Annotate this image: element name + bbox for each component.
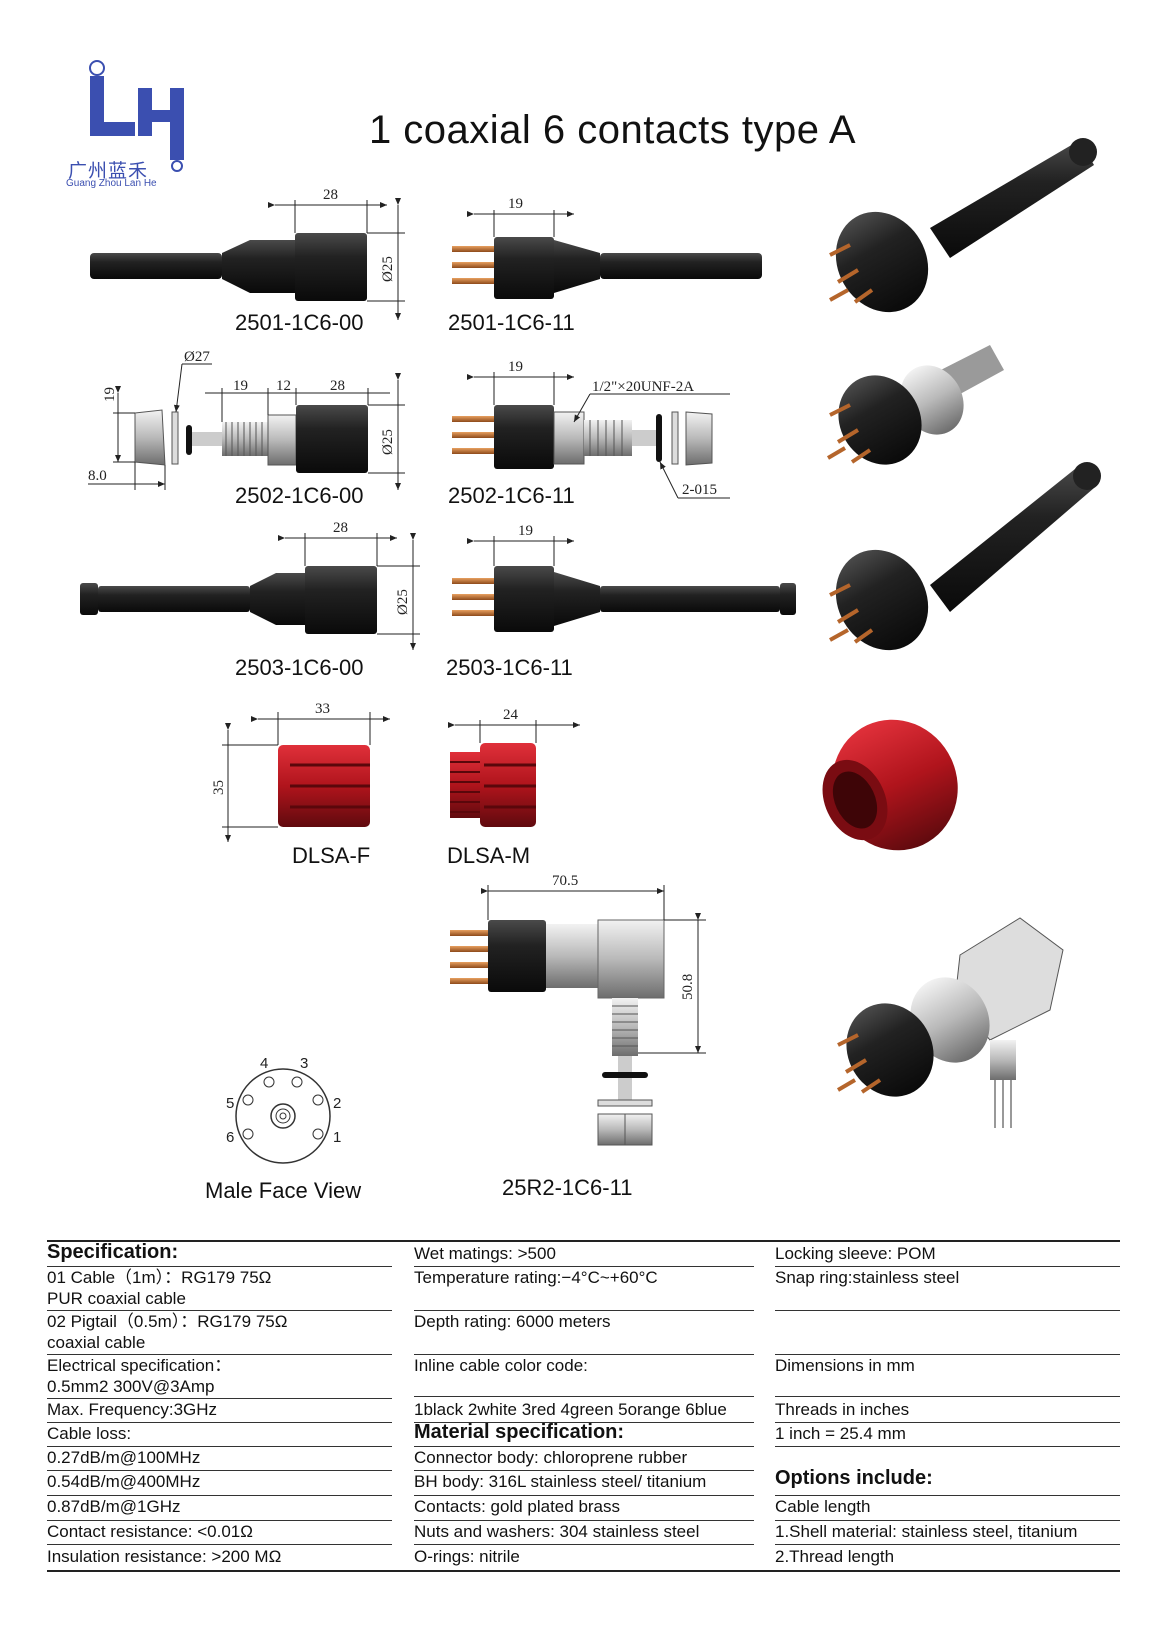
page-title: 1 coaxial 6 contacts type A (368, 108, 857, 152)
specification-table: Specification: 01 Cable（1m）：RG179 75Ω PU… (47, 1240, 1120, 1580)
spec-orings: O-rings: nitrile (414, 1547, 520, 1566)
spec-depth: Depth rating: 6000 meters (414, 1312, 611, 1331)
dim-19-hex-label: 19 (102, 387, 118, 402)
spec-connector-body: Connector body: chloroprene rubber (414, 1448, 688, 1467)
caption-25r2-1c6-11: 25R2-1C6-11 (502, 1175, 633, 1200)
dim-d25-body-label: Ø25 (380, 429, 396, 455)
pin-6-label: 6 (226, 1129, 234, 1146)
pin-5-label: 5 (226, 1095, 234, 1112)
spec-loss-1ghz: 0.87dB/m@1GHz (47, 1497, 181, 1516)
spec-electrical: Electrical specification： (47, 1356, 232, 1375)
logo-english-name: Guang Zhou Lan He (66, 178, 157, 189)
dim-d25-r3-label: Ø25 (395, 589, 411, 615)
drawing-dlsa-m: 24 (448, 707, 580, 827)
option-thread-length: 2.Thread length (775, 1547, 895, 1566)
logo-chinese-name: 广州蓝禾 (68, 161, 149, 182)
caption-2503-1c6-00: 2503-1C6-00 (235, 655, 364, 680)
spec-contact-resistance: Contact resistance: <0.01Ω (47, 1522, 253, 1541)
drawing-2501-1c6-00: 28 Ø25 (90, 187, 405, 320)
caption-male-face-view: Male Face View (205, 1178, 362, 1203)
caption-2502-1c6-00: 2502-1C6-00 (235, 483, 364, 508)
dim-28-label: 28 (323, 187, 338, 203)
spec-bh-body: BH body: 316L stainless steel/ titanium (414, 1472, 707, 1491)
render-2502 (826, 345, 1004, 465)
dim-50-8-label: 50.8 (680, 974, 696, 1000)
spec-electrical-value: 0.5mm2 300V@3Amp (47, 1377, 215, 1396)
spec-insulation-resistance: Insulation resistance: >200 MΩ (47, 1547, 282, 1566)
dim-12-label: 12 (276, 378, 291, 394)
drawing-dlsa-f: 33 35 (211, 701, 390, 842)
dim-8-label: 8.0 (88, 468, 107, 484)
spec-wet-matings: Wet matings: >500 (414, 1244, 556, 1263)
dim-33-label: 33 (315, 701, 330, 717)
dim-28-body-label: 28 (330, 378, 345, 394)
caption-dlsa-m: DLSA-M (447, 843, 531, 868)
drawing-2502-1c6-00: 19 8.0 Ø27 19 12 28 Ø25 (88, 349, 405, 490)
caption-2503-1c6-11: 2503-1C6-11 (446, 655, 573, 680)
spec-max-frequency: Max. Frequency:3GHz (47, 1400, 218, 1419)
spec-color-code-label: Inline cable color code: (414, 1356, 588, 1375)
spec-loss-100mhz: 0.27dB/m@100MHz (47, 1448, 201, 1467)
dim-19-thread-label: 19 (233, 378, 248, 394)
table-top-rule (47, 1240, 1120, 1242)
dim-d27-label: Ø27 (184, 349, 210, 365)
drawing-2502-1c6-11: 19 1/2"×20UNF-2A 2-015 (452, 359, 730, 499)
drawing-2501-1c6-11: 19 (452, 196, 762, 299)
spec-nuts-washers: Nuts and washers: 304 stainless steel (414, 1522, 700, 1541)
spec-cable-type: PUR coaxial cable (47, 1289, 186, 1308)
caption-dlsa-f: DLSA-F (292, 843, 371, 868)
option-cable-length: Cable length (775, 1497, 871, 1516)
spec-heading: Specification: (47, 1241, 179, 1263)
dim-19-body-label: 19 (508, 359, 523, 375)
dim-70-5-label: 70.5 (552, 873, 578, 889)
spec-loss-400mhz: 0.54dB/m@400MHz (47, 1472, 201, 1491)
pin-1-label: 1 (333, 1129, 341, 1146)
dim-d25-label: Ø25 (380, 256, 396, 282)
option-shell-material: 1.Shell material: stainless steel, titan… (775, 1522, 1078, 1541)
spec-snap-ring: Snap ring:stainless steel (775, 1268, 960, 1287)
male-face-view: 1 2 3 4 5 6 (226, 1055, 341, 1164)
spec-pigtail-type: coaxial cable (47, 1333, 146, 1352)
oring-spec-label: 2-015 (682, 482, 717, 498)
spec-cable: 01 Cable（1m）：RG179 75Ω (47, 1268, 272, 1287)
dim-19-label: 19 (508, 196, 523, 212)
thread-spec-label: 1/2"×20UNF-2A (592, 379, 694, 395)
spec-locking-sleeve: Locking sleeve: POM (775, 1244, 936, 1263)
spec-color-code: 1black 2white 3red 4green 5orange 6blue (414, 1400, 727, 1419)
options-heading: Options include: (775, 1467, 933, 1489)
spec-contacts: Contacts: gold plated brass (414, 1497, 621, 1516)
caption-2501-1c6-11: 2501-1C6-11 (448, 310, 575, 335)
caption-2501-1c6-00: 2501-1C6-00 (235, 310, 364, 335)
drawing-2503-1c6-11: 19 (452, 523, 796, 632)
spec-threads-unit: Threads in inches (775, 1400, 910, 1419)
dim-19-r3-label: 19 (518, 523, 533, 539)
lh-logo-graphic (89, 60, 184, 172)
technical-drawings: 28 Ø25 19 19 8.0 Ø27 (80, 138, 1101, 1164)
caption-2502-1c6-11: 2502-1C6-11 (448, 483, 575, 508)
pin-4-label: 4 (260, 1055, 268, 1072)
spec-temperature: Temperature rating:−4°C~+60°C (414, 1268, 658, 1287)
spec-dimensions-unit: Dimensions in mm (775, 1356, 915, 1375)
render-2503 (829, 462, 1101, 651)
pin-2-label: 2 (333, 1095, 341, 1112)
dim-35-label: 35 (211, 780, 227, 795)
drawing-25r2-1c6-11: 70.5 50.8 (450, 873, 706, 1146)
render-2501 (829, 138, 1097, 313)
pin-3-label: 3 (300, 1055, 308, 1072)
drawing-2503-1c6-00: 28 Ø25 (80, 520, 420, 650)
table-bottom-rule (47, 1570, 1120, 1572)
material-heading: Material specification: (414, 1421, 625, 1443)
company-logo: 广州蓝禾 Guang Zhou Lan He (66, 60, 200, 200)
spec-cable-loss: Cable loss: (47, 1424, 132, 1443)
dim-28-r3-label: 28 (333, 520, 348, 536)
dim-24-label: 24 (503, 707, 519, 723)
spec-inch-conversion: 1 inch = 25.4 mm (775, 1424, 906, 1443)
render-25r2 (836, 917, 1064, 1128)
render-dlsa (822, 719, 958, 851)
spec-pigtail: 02 Pigtail（0.5m）：RG179 75Ω (47, 1312, 288, 1331)
